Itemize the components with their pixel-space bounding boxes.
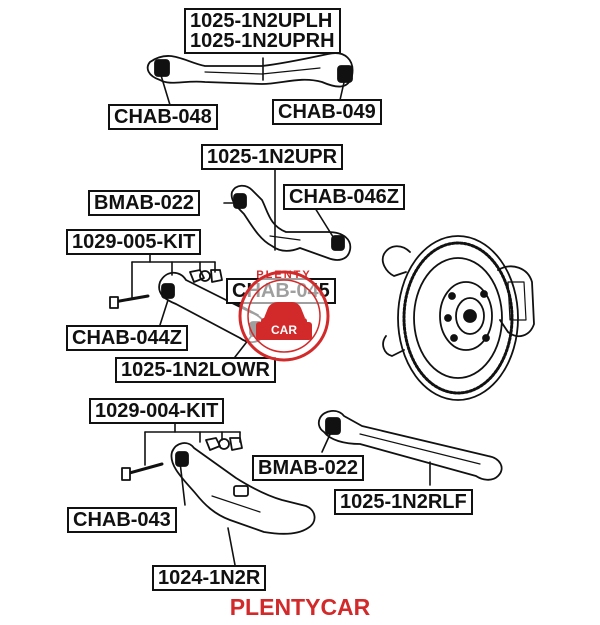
upper-link-right-label: 1025-1N2UPRH xyxy=(190,30,335,52)
bushing-lower-inner-label: CHAB-044Z xyxy=(66,325,189,351)
trailing-link-drawing xyxy=(317,410,503,481)
lower-arm-label: 1025-1N2LOWR xyxy=(115,357,276,383)
lower-control-arm-label: 1024-1N2R xyxy=(152,565,267,591)
bushing-upper-arm-rear-label: CHAB-046Z xyxy=(283,184,406,210)
rear-lower-arm-drawing xyxy=(121,437,316,535)
trailing-link-label: 1025-1N2RLF xyxy=(334,489,473,515)
upper-link-part-numbers: 1025-1N2UPLH 1025-1N2UPRH xyxy=(184,8,341,54)
bushing-upper-left-label: CHAB-048 xyxy=(108,104,218,130)
watermark-ring-icon xyxy=(238,270,330,362)
bushing-lower-rear-label: CHAB-043 xyxy=(67,507,177,533)
bolt-kit-2-label: 1029-004-KIT xyxy=(89,398,225,424)
watermark-top-text: PLENTY xyxy=(256,269,312,281)
brake-disc-hub-drawing xyxy=(381,235,535,401)
watermark-bottom-text: CAR xyxy=(271,323,297,337)
upper-control-arm-drawing xyxy=(230,184,352,261)
bolt-kit-1-label: 1029-005-KIT xyxy=(66,229,202,255)
plentycar-watermark-logo: PLENTY CAR xyxy=(234,266,334,366)
bushing-trailing-label: BMAB-022 xyxy=(252,455,365,481)
upper-link-left-label: 1025-1N2UPLH xyxy=(190,10,333,32)
bushing-upper-right-label: CHAB-049 xyxy=(272,99,382,125)
upper-arm-label: 1025-1N2UPR xyxy=(201,144,344,170)
bushing-upper-arm-front-label: BMAB-022 xyxy=(88,190,201,216)
brand-footer: PLENTYCAR xyxy=(229,594,371,620)
upper-lateral-link-drawing xyxy=(146,52,354,88)
